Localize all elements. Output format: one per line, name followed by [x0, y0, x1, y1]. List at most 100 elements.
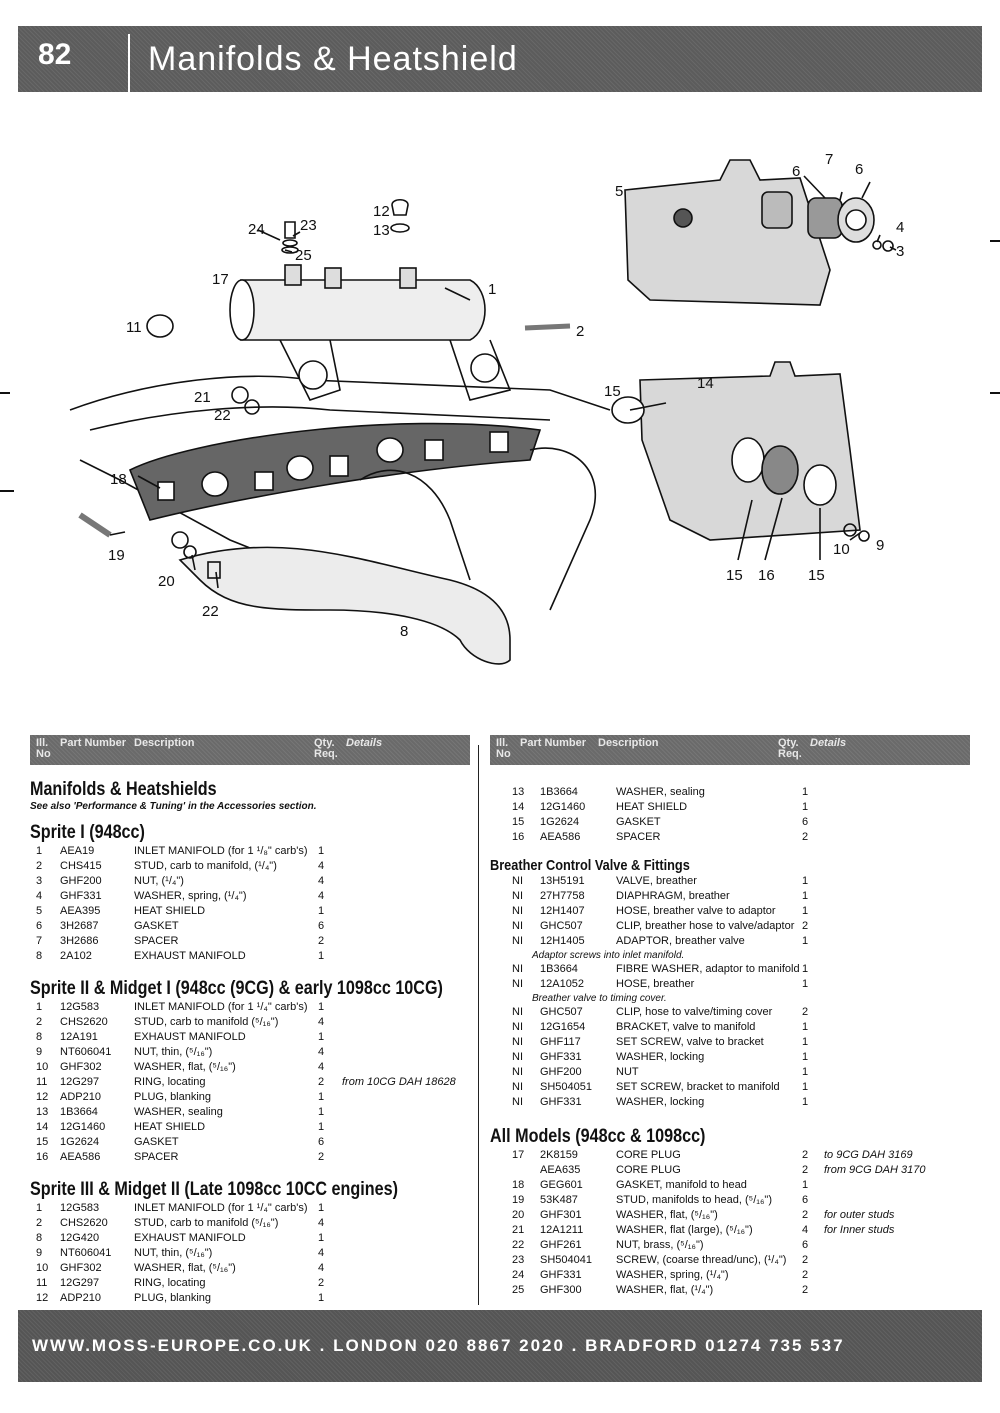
cell-qty: 1 [318, 1232, 325, 1244]
cell-description: EXHAUST MANIFOLD [134, 1031, 246, 1043]
cell-ill-no: 14 [512, 801, 525, 813]
callout-5: 5 [615, 183, 623, 200]
cell-ill-no: 10 [36, 1262, 49, 1274]
cell-description: SPACER [616, 831, 661, 843]
cell-qty: 1 [802, 1081, 809, 1093]
cell-qty: 4 [318, 1046, 325, 1058]
cell-part-number: 12A1211 [540, 1224, 584, 1236]
col-ill-no: Ill. No [36, 737, 51, 760]
callout-7: 7 [825, 151, 833, 168]
callout-17: 17 [212, 271, 229, 288]
cell-part-number: GHF331 [540, 1096, 582, 1108]
callout-25: 25 [295, 247, 312, 264]
cell-part-number: ADP210 [60, 1292, 101, 1304]
cell-ill-no: 15 [36, 1136, 49, 1148]
cell-qty: 6 [802, 1194, 809, 1206]
callout-15c: 15 [808, 567, 825, 584]
cell-part-number: AEA586 [540, 831, 581, 843]
cell-part-number: 12H1407 [540, 905, 585, 917]
cell-ill-no: 2 [36, 860, 43, 872]
cell-ill-no: 4 [36, 890, 43, 902]
cell-part-number: 1G2624 [540, 816, 580, 828]
cell-part-number: NT606041 [60, 1247, 112, 1259]
cell-ill-no: NI [512, 905, 523, 917]
cell-qty: 2 [318, 1151, 325, 1163]
cell-part-number: GHF117 [540, 1036, 581, 1048]
cell-ill-no: 9 [36, 1247, 43, 1259]
cell-qty: 1 [802, 978, 809, 990]
heat-shield-5-shape [624, 159, 831, 306]
cell-ill-no: 11 [36, 1076, 48, 1088]
cell-description: PLUG, blanking [134, 1292, 212, 1304]
cell-qty: 1 [318, 1121, 325, 1133]
header-divider [128, 34, 130, 92]
cell-qty: 1 [802, 905, 809, 917]
col-part-number: Part Number [60, 737, 127, 749]
cell-description: SPACER [134, 935, 179, 947]
cell-description: VALVE, breather [616, 875, 697, 887]
cell-ill-no: 21 [512, 1224, 525, 1236]
cell-description: WASHER, flat, (⁵/₁₆") [134, 1262, 236, 1274]
edge-mark-right-2 [990, 392, 1000, 394]
cell-qty: 6 [802, 1239, 809, 1251]
cell-qty: 1 [802, 786, 809, 798]
cell-description: GASKET [134, 920, 179, 932]
callout-3: 3 [896, 243, 904, 260]
cell-part-number: 12H1405 [540, 935, 585, 947]
cell-description: STUD, manifolds to head, (⁵/₁₆") [616, 1194, 772, 1206]
cell-ill-no: 3 [36, 875, 43, 887]
cell-ill-no: 1 [36, 845, 43, 857]
cell-part-number: CHS2620 [60, 1217, 108, 1229]
section-title-all-models: All Models (948cc & 1098cc) [490, 1126, 706, 1147]
cell-description: CORE PLUG [616, 1164, 681, 1176]
cell-ill-no: 7 [36, 935, 43, 947]
callout-8: 8 [400, 623, 408, 640]
cell-ill-no: 2 [36, 1016, 43, 1028]
col-qty: Qty. Req. [314, 737, 338, 760]
callout-10: 10 [833, 541, 850, 558]
cell-qty: 1 [318, 1202, 325, 1214]
callout-22a: 22 [214, 407, 231, 424]
cell-description: HOSE, breather [616, 978, 695, 990]
cell-part-number: SH504051 [540, 1081, 592, 1093]
section-title: Sprite I (948cc) [30, 822, 145, 843]
callout-23: 23 [300, 217, 317, 234]
cell-ill-no: NI [512, 920, 523, 932]
cell-ill-no: 6 [36, 920, 43, 932]
col-qty: Qty. Req. [778, 737, 802, 760]
cell-part-number: CHS2620 [60, 1016, 108, 1028]
cell-description: EXHAUST MANIFOLD [134, 1232, 246, 1244]
cell-description: NUT, (¹/₄") [134, 875, 184, 887]
cell-part-number: GHF301 [540, 1209, 582, 1221]
cell-qty: 2 [802, 1284, 809, 1296]
cell-description: NUT, brass, (⁵/₁₆") [616, 1239, 704, 1251]
cell-ill-no: 9 [36, 1046, 43, 1058]
cell-ill-no: NI [512, 1051, 523, 1063]
cell-ill-no: 12 [36, 1091, 49, 1103]
cell-part-number: 12G1460 [60, 1121, 106, 1133]
cell-part-number: ADP210 [60, 1091, 101, 1103]
callout-6b: 6 [855, 161, 863, 178]
